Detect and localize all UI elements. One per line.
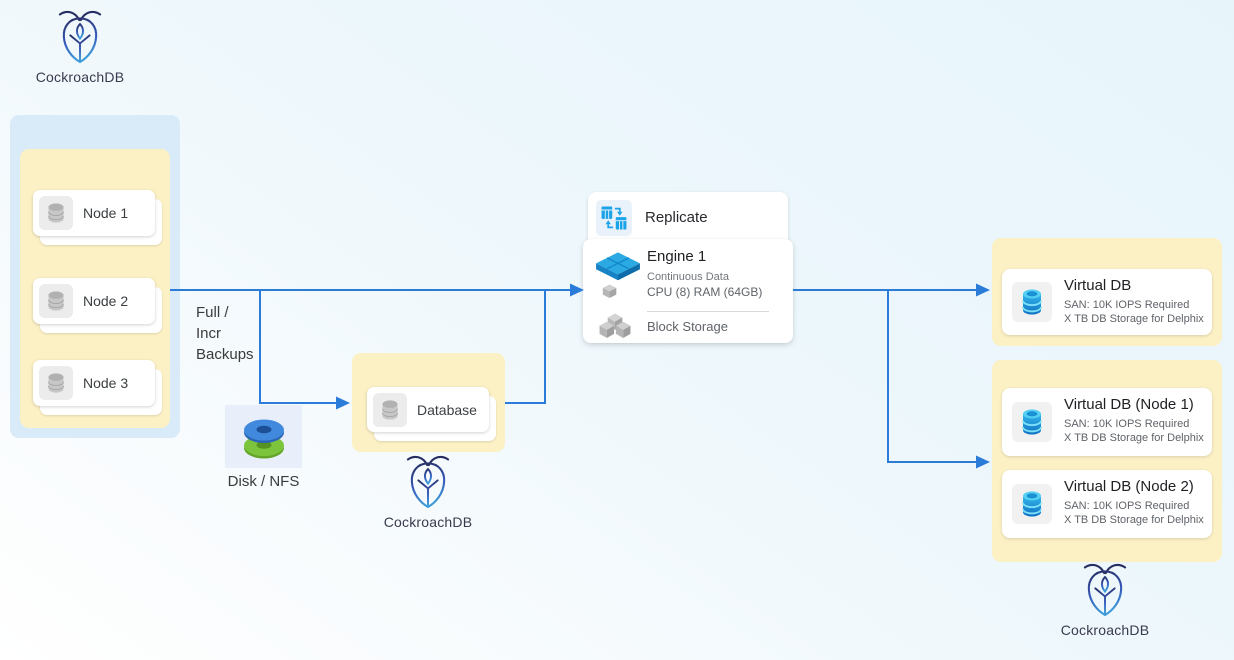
cockroachdb-logo-top: CockroachDB [28, 8, 132, 85]
cockroachdb-label: CockroachDB [35, 69, 125, 85]
engine-icon [591, 247, 645, 305]
arrow-to-multi-node [887, 290, 976, 463]
engine-card: Engine 1 Continuous Data CPU (8) RAM (64… [583, 239, 793, 343]
virtual-db-title: Virtual DB [1064, 277, 1132, 294]
virtual-db-icon [1012, 282, 1052, 322]
database-icon [373, 392, 407, 427]
virtual-db-line1: SAN: 10K IOPS Required [1064, 418, 1190, 430]
cockroachdb-logo-staging: CockroachDB [376, 453, 480, 530]
database-icon [39, 366, 73, 400]
block-storage-icon [595, 313, 635, 343]
node-card: Node 1 [33, 190, 162, 245]
arrowhead-to-staging [336, 396, 350, 410]
virtual-db-icon [1012, 484, 1052, 524]
node-card: Node 3 [33, 360, 162, 415]
replicate-label: Replicate [645, 209, 708, 226]
virtual-db-card: Virtual DB (Node 2) SAN: 10K IOPS Requir… [1002, 470, 1212, 538]
engine-subtitle-1: Continuous Data [647, 271, 729, 283]
database-label: Database [417, 401, 477, 418]
backups-label: Full / Incr Backups [196, 304, 254, 363]
cockroachdb-icon [402, 453, 454, 511]
cockroachdb-label: CockroachDB [383, 514, 473, 530]
virtual-db-card: Virtual DB (Node 1) SAN: 10K IOPS Requir… [1002, 388, 1212, 456]
node-label: Node 2 [83, 293, 129, 309]
cockroachdb-label: CockroachDB [1060, 622, 1150, 638]
node-label: Node 1 [83, 205, 129, 221]
cockroachdb-icon [54, 8, 106, 66]
arrowhead-to-multi-node [976, 455, 990, 469]
virtual-db-line1: SAN: 10K IOPS Required [1064, 299, 1190, 311]
virtual-db-title: Virtual DB (Node 2) [1064, 478, 1194, 495]
arrowhead-to-engine [570, 283, 584, 297]
target-singlenode-panel: Virtual DB SAN: 10K IOPS Required X TB D… [992, 238, 1222, 346]
virtual-db-title: Virtual DB (Node 1) [1064, 396, 1194, 413]
target-multinode-panel: Virtual DB (Node 1) SAN: 10K IOPS Requir… [992, 360, 1222, 562]
arrowhead-to-single-node [976, 283, 990, 297]
staging-database-card: Database [367, 387, 496, 441]
virtual-db-icon [1012, 402, 1052, 442]
arrow-to-staging [259, 290, 336, 404]
database-icon [39, 284, 73, 318]
divider [647, 311, 769, 312]
disk-nfs-label: Disk / NFS [227, 473, 300, 490]
engine-subtitle-2: CPU (8) RAM (64GB) [647, 285, 763, 299]
node-card: Node 2 [33, 278, 162, 333]
engine-title: Engine 1 [647, 248, 707, 265]
virtual-db-line1: SAN: 10K IOPS Required [1064, 500, 1190, 512]
line-staging-to-engine [505, 291, 546, 404]
block-storage-label: Block Storage [647, 319, 728, 334]
virtual-db-line2: X TB DB Storage for Delphix [1064, 432, 1204, 444]
cockroachdb-logo-bottom: CockroachDB [1053, 561, 1157, 638]
disk-nfs-icon [225, 405, 302, 468]
replicate-icon [596, 200, 632, 236]
virtual-db-card: Virtual DB SAN: 10K IOPS Required X TB D… [1002, 269, 1212, 335]
virtual-db-line2: X TB DB Storage for Delphix [1064, 313, 1204, 325]
database-icon [39, 196, 73, 230]
node-label: Node 3 [83, 375, 129, 391]
virtual-db-line2: X TB DB Storage for Delphix [1064, 514, 1204, 526]
cockroachdb-icon [1079, 561, 1131, 619]
